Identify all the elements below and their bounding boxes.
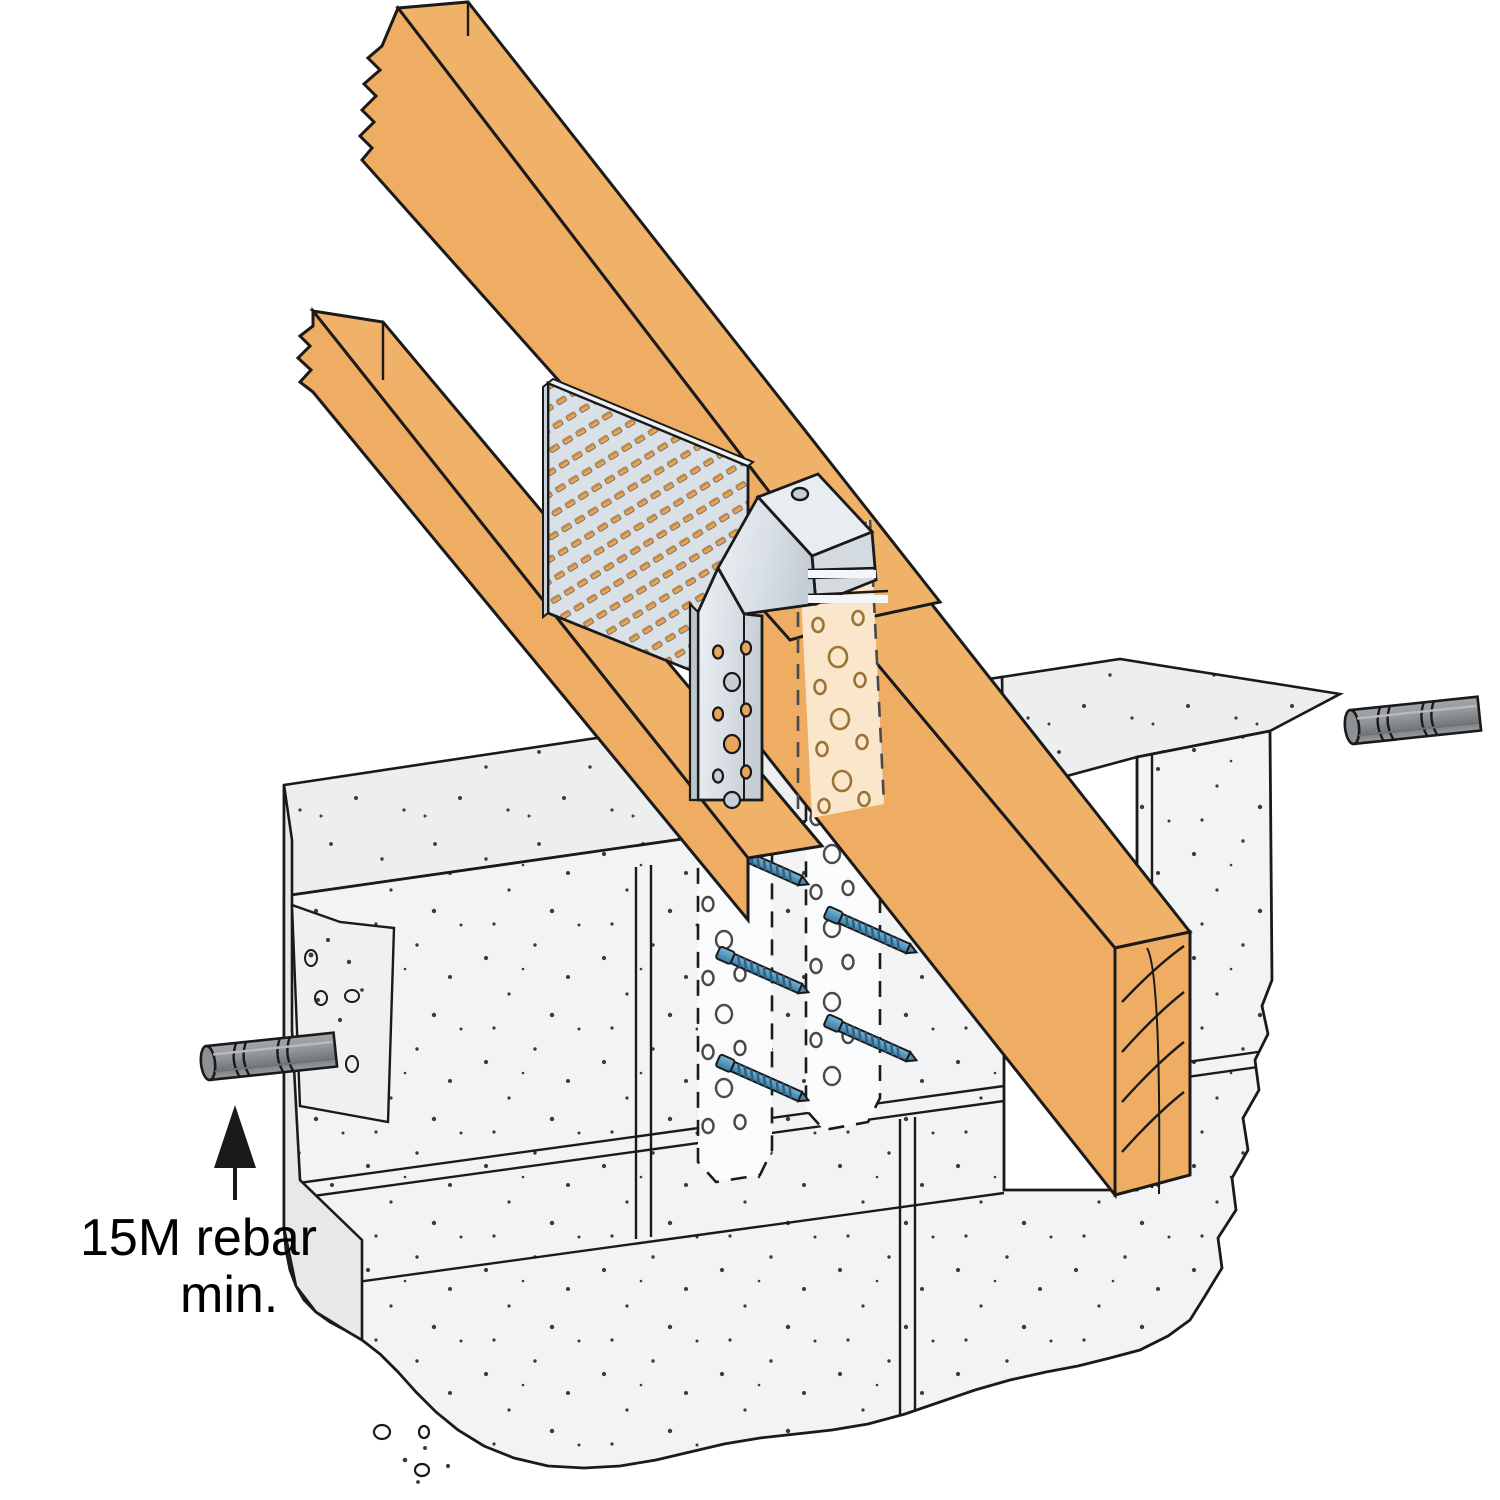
strap-leg-flange — [688, 601, 700, 802]
rafter-end-grain-lines — [1121, 945, 1185, 1195]
wall-left-aggregate — [304, 938, 364, 1073]
bottom-chord-side-face — [295, 306, 750, 925]
wall-left-end-face — [282, 784, 364, 1343]
strap-tie — [688, 472, 889, 810]
saddle-nails — [807, 566, 889, 605]
up-arrow-icon — [214, 1105, 256, 1168]
nail-plate-left-edge — [542, 380, 549, 620]
strap-leg-front-holes — [711, 640, 753, 810]
rebar-callout-line-1: 15M rebar — [80, 1209, 317, 1267]
rebar-callout: 15M rebar min. — [80, 1105, 317, 1324]
rebar-callout-line-2: min. — [180, 1266, 278, 1324]
strap-saddle-hole — [790, 486, 810, 502]
strap-saddle-left-flank — [716, 494, 818, 616]
wall-broken-edge-aggregate — [372, 1423, 451, 1484]
nail-plate-top-edge — [546, 377, 755, 468]
wall-left-chamfer — [290, 903, 396, 1124]
rafter-tail-end-grain — [1113, 930, 1192, 1197]
